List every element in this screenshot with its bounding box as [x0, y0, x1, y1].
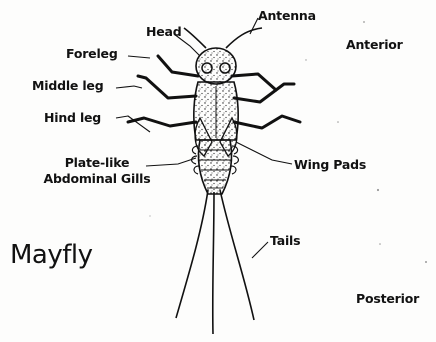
- tail-right: [220, 190, 254, 320]
- foreleg-right: [232, 74, 276, 90]
- label-wing-pads: Wing Pads: [294, 158, 366, 172]
- leader-foreleg: [128, 56, 150, 58]
- antenna-left: [184, 28, 206, 48]
- label-foreleg: Foreleg: [66, 47, 118, 61]
- label-head: Head: [146, 25, 182, 39]
- leader-tails: [252, 242, 268, 258]
- label-gills-line1: Plate-like: [32, 156, 162, 170]
- label-posterior: Posterior: [356, 292, 419, 306]
- middle-leg-left: [138, 76, 196, 98]
- label-tails: Tails: [270, 234, 300, 248]
- tail-middle: [213, 192, 214, 334]
- label-hind-leg: Hind leg: [44, 111, 101, 125]
- leader-wing-pads: [236, 142, 292, 164]
- label-anterior: Anterior: [346, 38, 403, 52]
- foreleg-left: [158, 56, 198, 76]
- leader-middle-leg: [116, 86, 142, 88]
- tail-left: [176, 190, 208, 318]
- leader-antenna: [250, 18, 258, 34]
- label-gills-line2: Abdominal Gills: [32, 172, 162, 186]
- middle-leg-right: [234, 84, 294, 102]
- paper-speckles: [149, 21, 427, 263]
- label-antenna: Antenna: [258, 9, 316, 23]
- diagram-title: Mayfly: [10, 240, 93, 270]
- antenna-right: [226, 28, 262, 48]
- abdomen-shape: [198, 140, 231, 194]
- hind-leg-left: [128, 118, 196, 126]
- label-middle-leg: Middle leg: [32, 79, 103, 93]
- hind-leg-right: [234, 116, 300, 128]
